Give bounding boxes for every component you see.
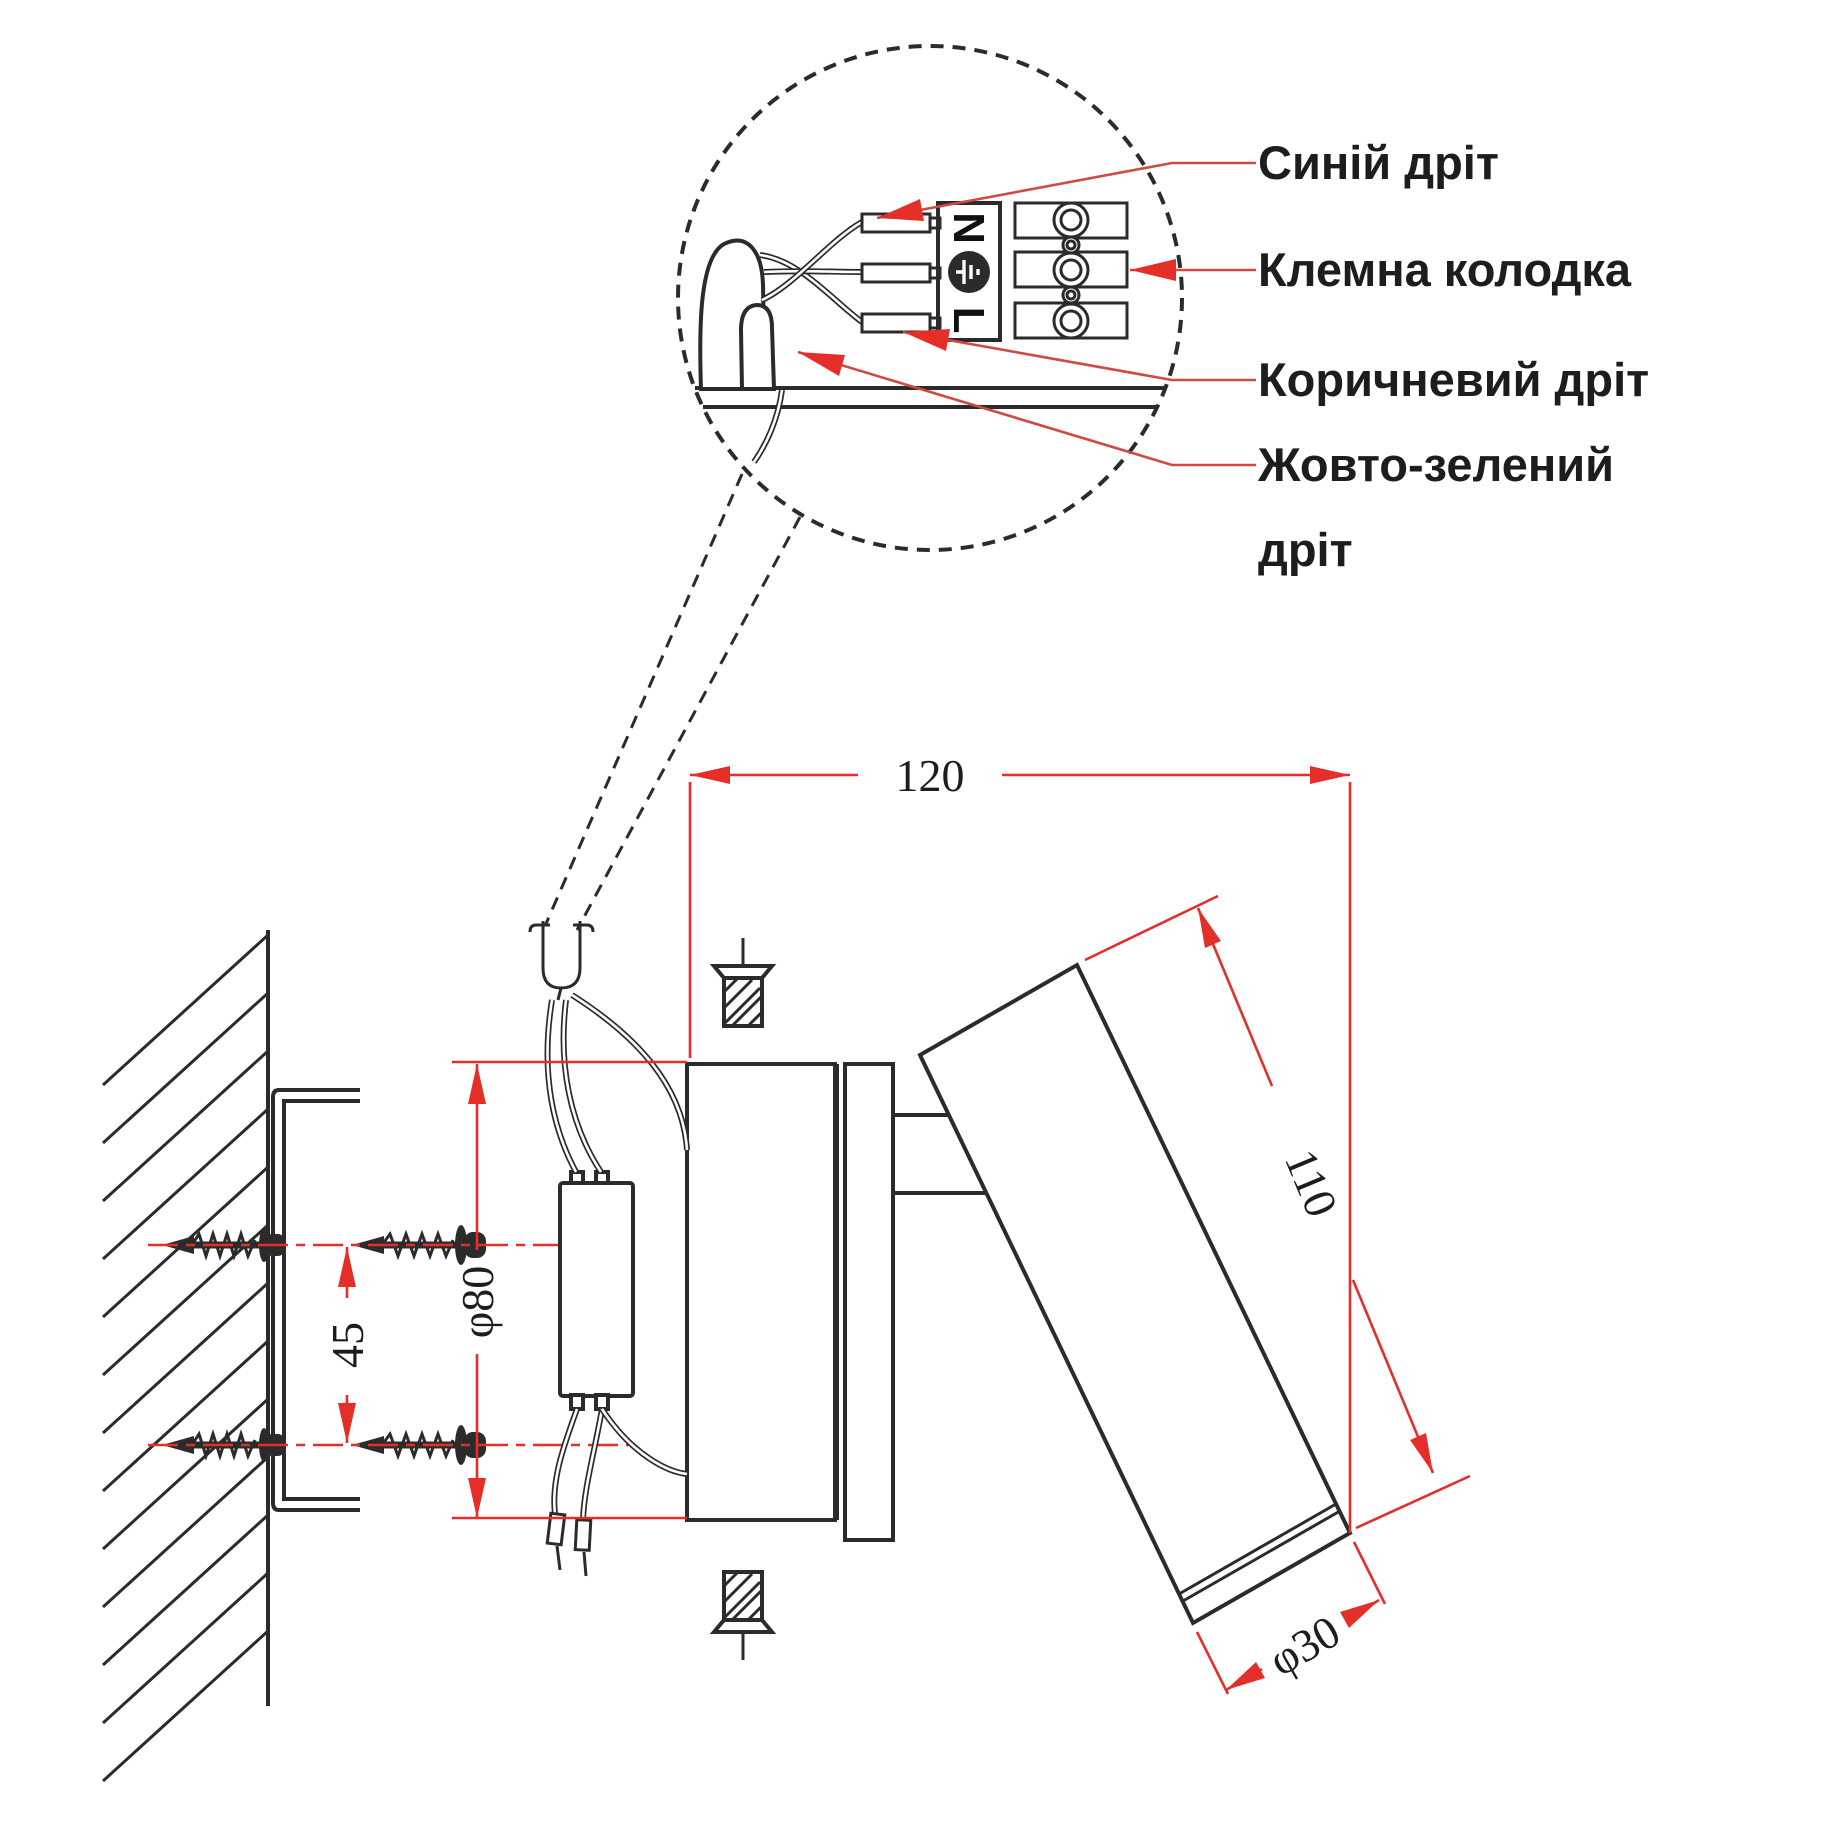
driver-bottom-wires: [545, 1407, 688, 1577]
wall-hatching: [101, 933, 270, 1783]
dim-45-value: 45: [322, 1322, 373, 1368]
label-yellow-green-wire-line1: Жовто-зелений: [1257, 438, 1614, 491]
callout-labels: Синій дріт Клемна колодка Коричневий дрі…: [1257, 136, 1649, 576]
arrow-terminal-block: [1130, 259, 1176, 281]
lens-lines: [1178, 1502, 1341, 1603]
leader-blue-wire: [876, 161, 1256, 220]
callout-arrows: [798, 199, 1176, 376]
detail-cable-below-plate: [751, 389, 785, 464]
earth-symbol-icon: [948, 251, 990, 293]
lamp-canopy: [685, 1062, 895, 1542]
dim-110-value: 110: [1275, 1142, 1348, 1224]
lamp-head: [917, 962, 1353, 1626]
callout-leaders: [797, 161, 1256, 467]
dim-110-ext-top: [1084, 894, 1219, 962]
leader-yellow-green-wire: [797, 350, 1256, 467]
back-plate: [843, 1062, 895, 1542]
detail-leader-lines: [543, 473, 802, 931]
dim-110-ext-bottom: [1355, 1474, 1471, 1530]
canopy-screw-top: [709, 938, 777, 1028]
dim-120-value: 120: [896, 750, 965, 801]
cable-gland: [698, 238, 777, 391]
terminal-live-marking: L: [944, 307, 993, 334]
dim-phi80-value: φ80: [452, 1266, 503, 1339]
label-brown-wire: Коричневий дріт: [1258, 353, 1649, 406]
mounting-bracket: [271, 1088, 360, 1512]
dim-phi30-value: φ30: [1260, 1605, 1348, 1685]
detail-wires: [759, 219, 864, 325]
dim-45: 45: [322, 1247, 373, 1443]
driver-box: [558, 1170, 635, 1411]
wire-pins: [860, 212, 942, 334]
arrow-yellow-green-wire: [798, 352, 845, 376]
dim-phi80: φ80: [452, 1060, 687, 1520]
dim-120: 120: [688, 750, 1352, 1533]
connector-wires: [544, 992, 690, 1174]
label-blue-wire: Синій дріт: [1258, 136, 1499, 189]
terminal-screw-block: [1013, 201, 1129, 340]
canopy-screw-bottom: [709, 1570, 777, 1660]
label-yellow-green-wire-line2: дріт: [1258, 523, 1353, 576]
supply-connector-fork: [528, 921, 595, 1001]
wire-end-terminals: [545, 1511, 593, 1577]
leader-brown-wire: [902, 330, 1256, 382]
terminal-letter-box: N L: [936, 201, 1002, 342]
label-terminal-block: Клемна колодка: [1258, 243, 1632, 296]
arrow-blue-wire: [877, 199, 924, 221]
terminal-neutral-marking: N: [944, 212, 993, 244]
detail-circle: [676, 44, 1184, 552]
pivot-arm: [893, 1113, 986, 1195]
arrow-brown-wire: [903, 329, 950, 351]
